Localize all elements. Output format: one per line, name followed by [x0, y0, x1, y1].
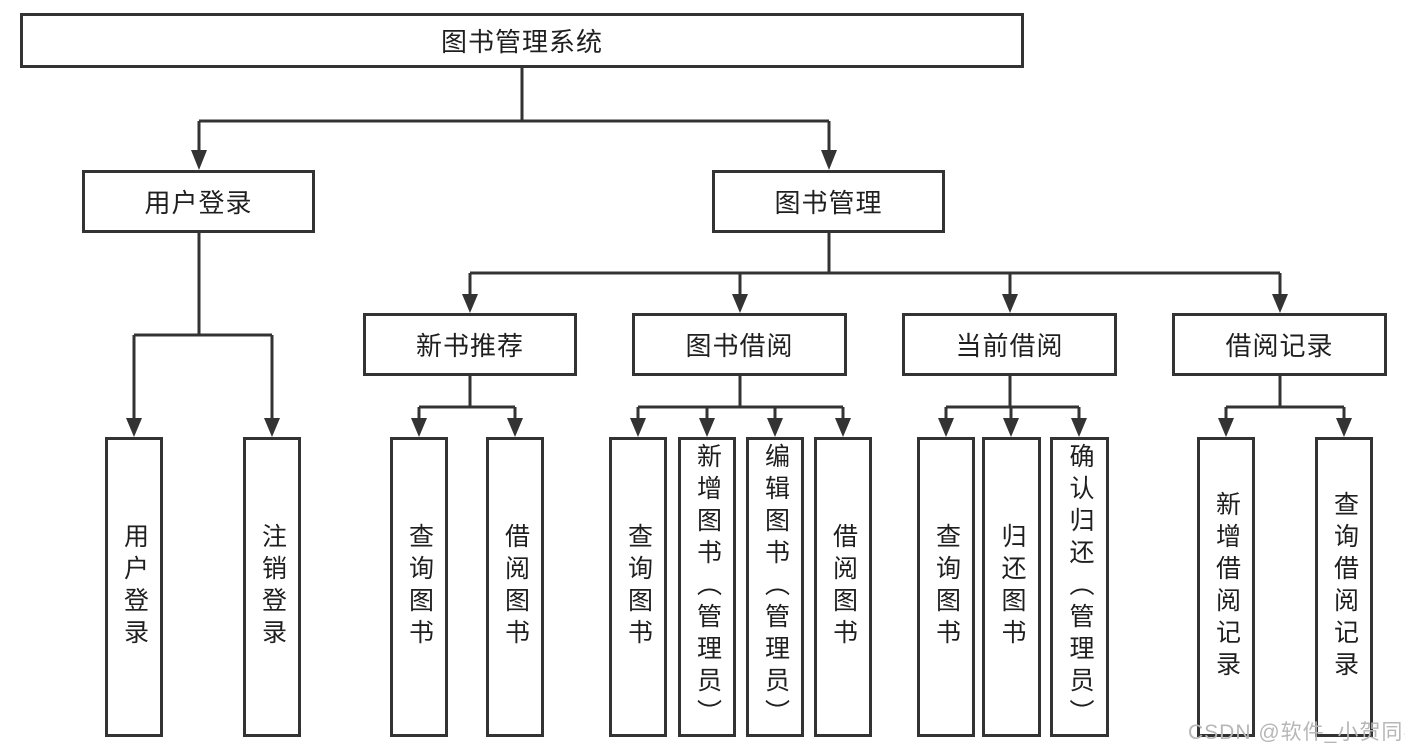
node-current-borrow: 当前借阅 — [902, 313, 1117, 376]
leaf-label: 新增图书（管理员） — [693, 443, 722, 731]
node-label: 借阅记录 — [1225, 331, 1334, 361]
leaf-confirm-return-admin: 确认归还（管理员） — [1050, 437, 1109, 737]
node-library-management-system: 图书管理系统 — [20, 13, 1024, 68]
leaf-edit-books-admin: 编辑图书（管理员） — [746, 437, 804, 737]
leaf-label: 编辑图书（管理员） — [761, 443, 790, 731]
leaf-label: 注销登录 — [258, 523, 287, 651]
leaf-return-books: 归还图书 — [982, 437, 1041, 737]
leaf-logout: 注销登录 — [243, 437, 301, 737]
leaf-label: 查询借阅记录 — [1330, 491, 1359, 683]
node-label: 用户登录 — [144, 188, 253, 218]
leaf-label: 用户登录 — [120, 523, 149, 651]
node-new-book-recommend: 新书推荐 — [363, 313, 577, 376]
leaf-query-books-recommend: 查询图书 — [390, 437, 448, 737]
node-label: 图书管理系统 — [440, 27, 603, 57]
node-user-login: 用户登录 — [82, 170, 315, 233]
leaf-add-borrow-record: 新增借阅记录 — [1197, 437, 1255, 737]
leaf-label: 确认归还（管理员） — [1066, 443, 1094, 731]
leaf-label: 归还图书 — [998, 523, 1026, 651]
leaf-label: 查询图书 — [932, 523, 961, 651]
node-book-borrow: 图书借阅 — [632, 313, 847, 376]
node-label: 图书借阅 — [685, 331, 794, 361]
node-label: 新书推荐 — [415, 331, 524, 361]
csdn-watermark: CSDN @软件_小贺同学 — [1188, 721, 1405, 744]
leaf-label: 借阅图书 — [829, 523, 858, 651]
leaf-borrow-books: 借阅图书 — [814, 437, 872, 737]
leaf-query-books-current: 查询图书 — [917, 437, 975, 737]
leaf-add-books-admin: 新增图书（管理员） — [678, 437, 736, 737]
leaf-label: 查询图书 — [405, 523, 434, 651]
node-book-management: 图书管理 — [712, 170, 945, 233]
leaf-label: 查询图书 — [624, 523, 653, 651]
leaf-label: 借阅图书 — [501, 523, 530, 651]
node-borrow-records: 借阅记录 — [1172, 313, 1387, 376]
node-label: 图书管理 — [774, 188, 883, 218]
leaf-user-login: 用户登录 — [105, 437, 163, 737]
leaf-query-books-borrow: 查询图书 — [609, 437, 667, 737]
leaf-borrow-books-recommend: 借阅图书 — [486, 437, 544, 737]
leaf-label: 新增借阅记录 — [1212, 491, 1241, 683]
node-label: 当前借阅 — [955, 331, 1064, 361]
leaf-query-borrow-record: 查询借阅记录 — [1315, 437, 1373, 737]
